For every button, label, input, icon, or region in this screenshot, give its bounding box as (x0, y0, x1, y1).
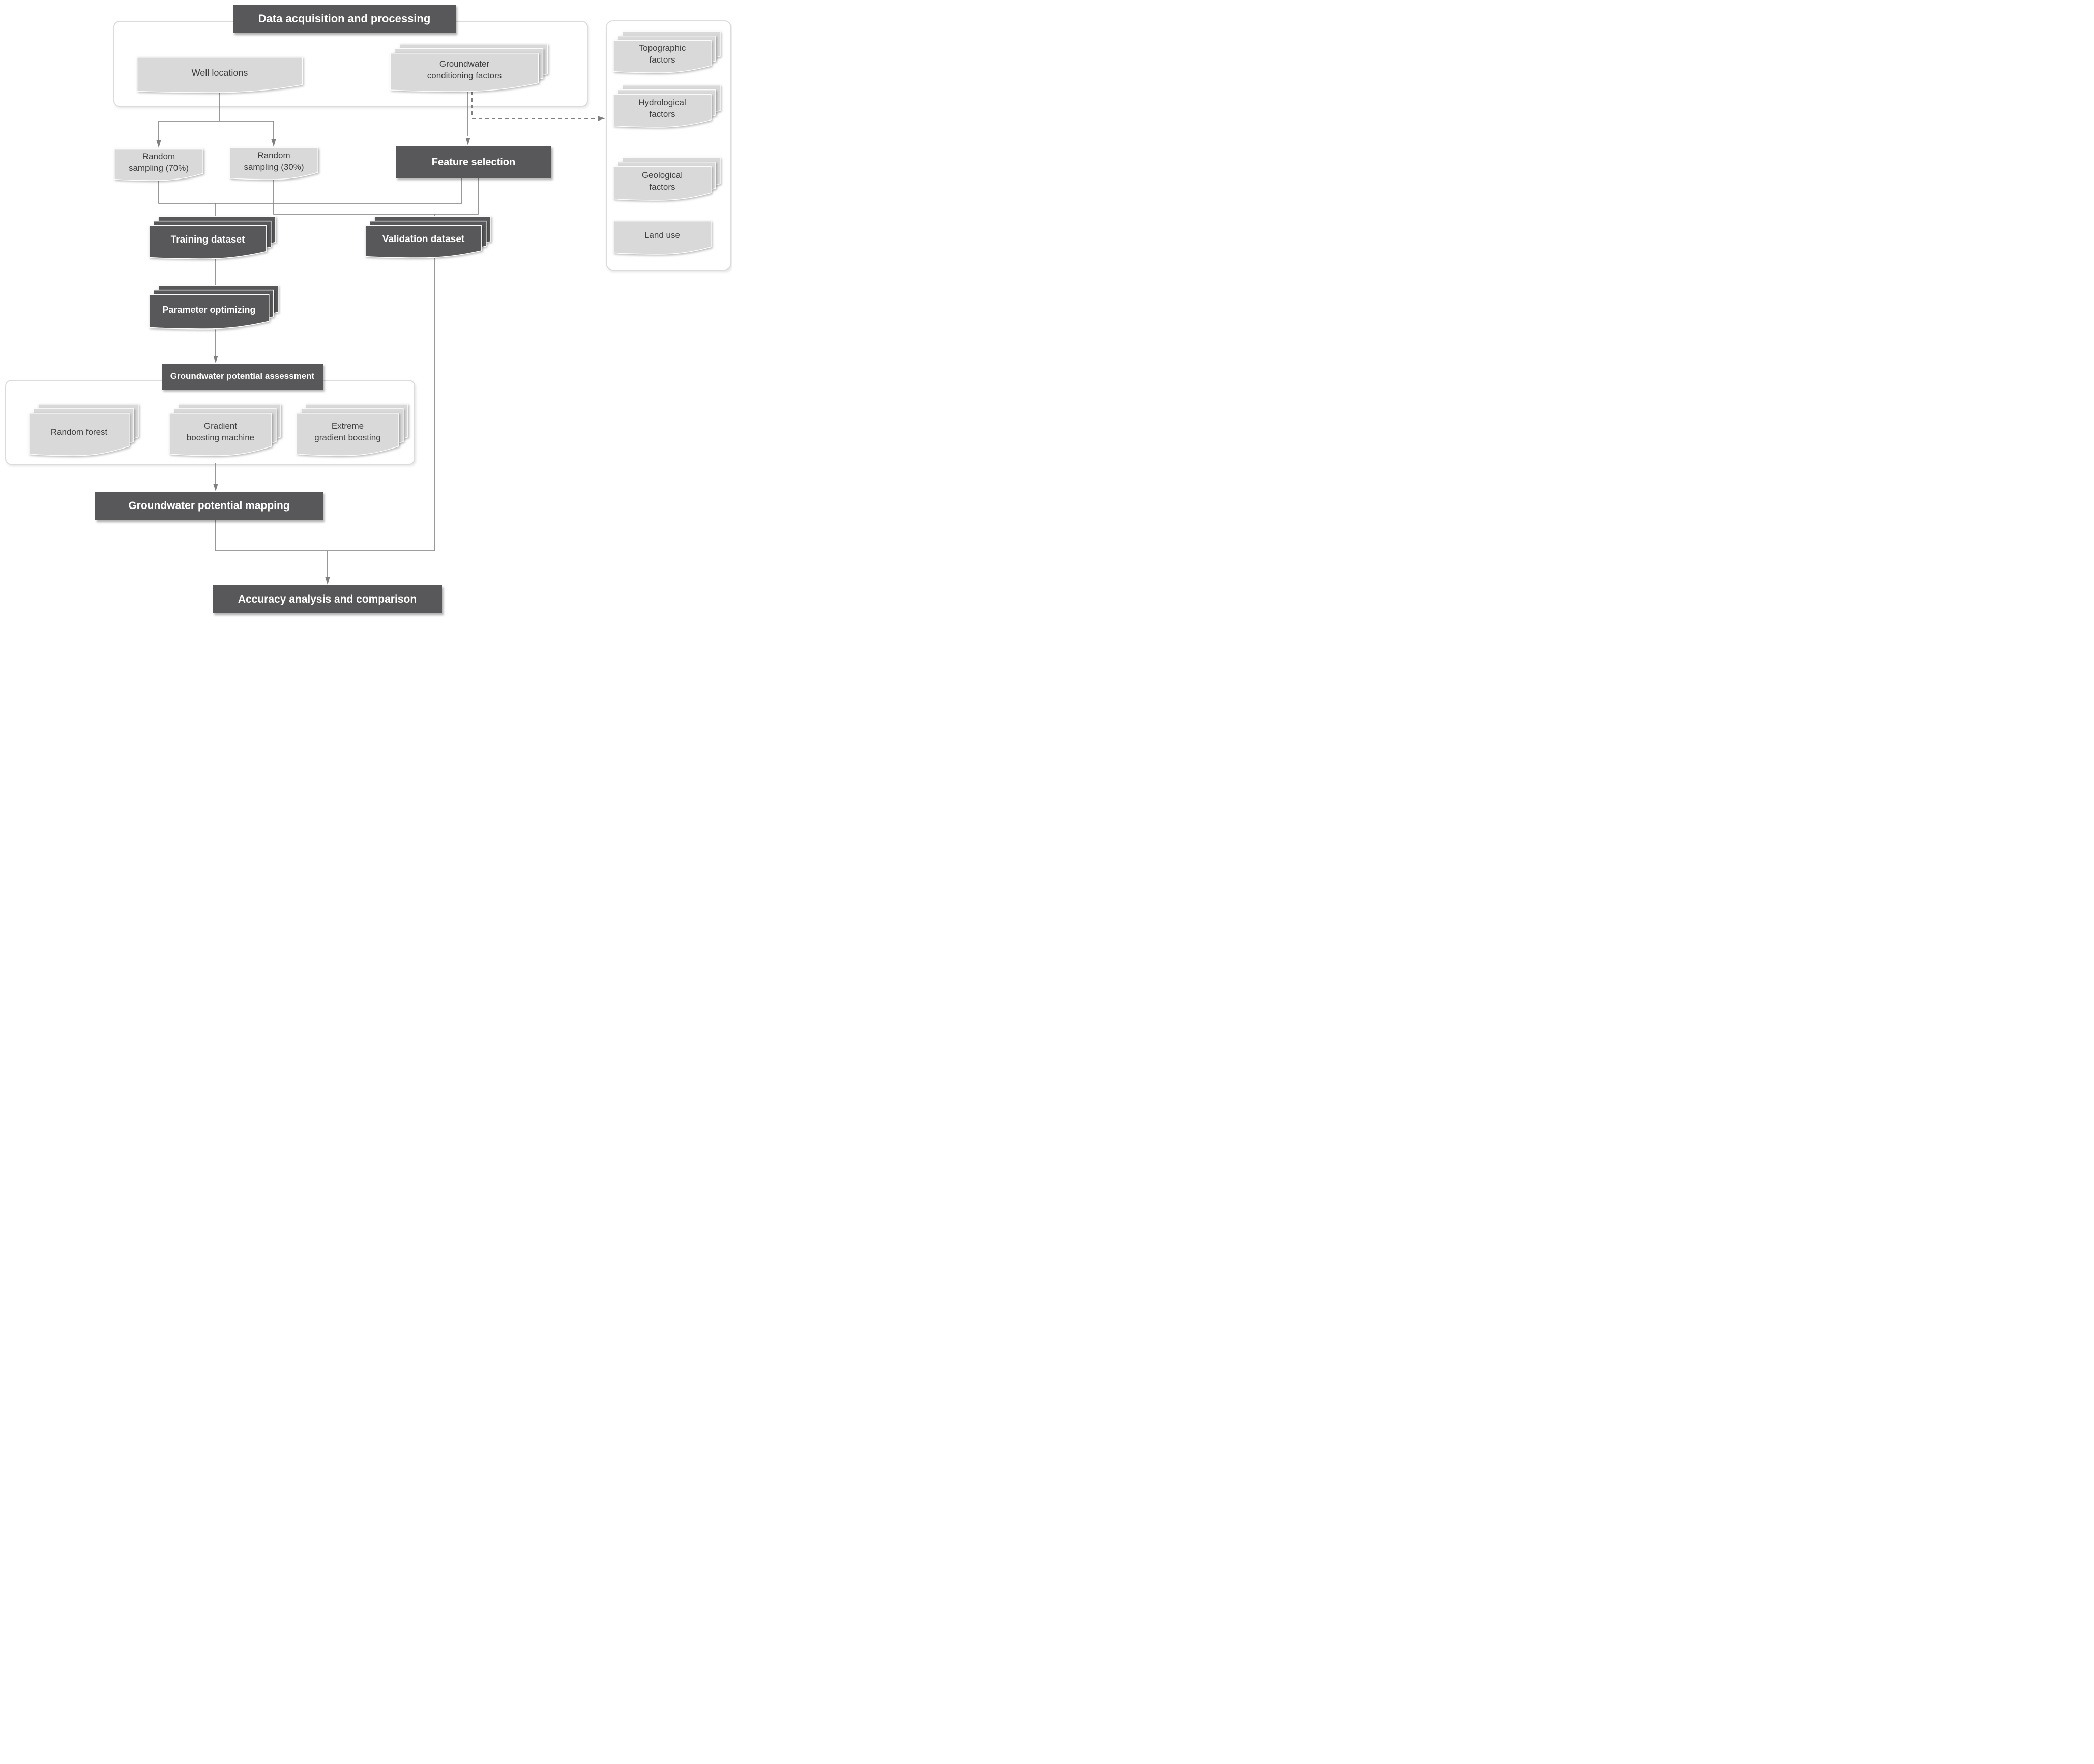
factor-label: Land use (644, 230, 680, 240)
factor-geological: Geological factors (613, 166, 712, 200)
random-sampling-30-label: Random sampling (30%) (244, 150, 304, 172)
gradient-boosting-machine-label: Gradient boosting machine (186, 421, 255, 442)
document-shape (296, 413, 399, 456)
document-shape (613, 40, 712, 73)
factor-hydrological: Hydrological factors (613, 94, 712, 127)
document-shape (149, 225, 267, 259)
feature-selection-box: Feature selection (396, 146, 551, 178)
well-locations-doc: Well locations (136, 57, 303, 93)
random-sampling-70-doc: Random sampling (70%) (114, 148, 203, 181)
conditioning-factors-label: Groundwater conditioning factors (427, 59, 502, 80)
factor-topographic: Topographic factors (613, 40, 712, 73)
gradient-boosting-machine-doc: Gradient boosting machine (169, 413, 272, 456)
document-shape (28, 413, 130, 456)
document-shape (169, 413, 272, 456)
factor-land-use: Land use (613, 221, 712, 254)
document-shape (114, 148, 203, 181)
document-shape (613, 221, 712, 254)
document-shape (365, 225, 482, 258)
document-shape (390, 53, 539, 92)
document-shape (136, 57, 303, 93)
factor-label: Geological factors (641, 170, 683, 192)
validation-dataset-doc: Validation dataset (365, 225, 482, 258)
random-sampling-70-label: Random sampling (70%) (128, 151, 189, 173)
document-shape (149, 294, 270, 329)
assessment-header: Groundwater potential assessment (162, 364, 323, 390)
potential-mapping-box: Groundwater potential mapping (95, 492, 323, 520)
extreme-gradient-boosting-doc: Extreme gradient boosting (296, 413, 399, 456)
random-forest-label: Random forest (50, 427, 108, 437)
training-dataset-doc: Training dataset (149, 225, 267, 259)
random-forest-doc: Random forest (28, 413, 130, 456)
validation-dataset-label: Validation dataset (382, 234, 465, 245)
document-shape (613, 94, 712, 127)
parameter-optimizing-label: Parameter optimizing (162, 304, 256, 315)
accuracy-analysis-box: Accuracy analysis and comparison (213, 585, 442, 613)
extreme-gradient-boosting-label: Extreme gradient boosting (314, 421, 381, 442)
conditioning-factors-doc: Groundwater conditioning factors (390, 53, 539, 92)
document-shape (613, 166, 712, 200)
well-locations-label: Well locations (191, 67, 248, 78)
random-sampling-30-doc: Random sampling (30%) (229, 147, 318, 180)
data-acquisition-header: Data acquisition and processing (233, 5, 456, 33)
factor-label: Topographic factors (638, 43, 686, 65)
factor-label: Hydrological factors (638, 97, 686, 119)
training-dataset-label: Training dataset (170, 234, 245, 246)
methodology-flowchart: Data acquisition and processing Feature … (0, 0, 732, 617)
parameter-optimizing-doc: Parameter optimizing (149, 294, 270, 329)
